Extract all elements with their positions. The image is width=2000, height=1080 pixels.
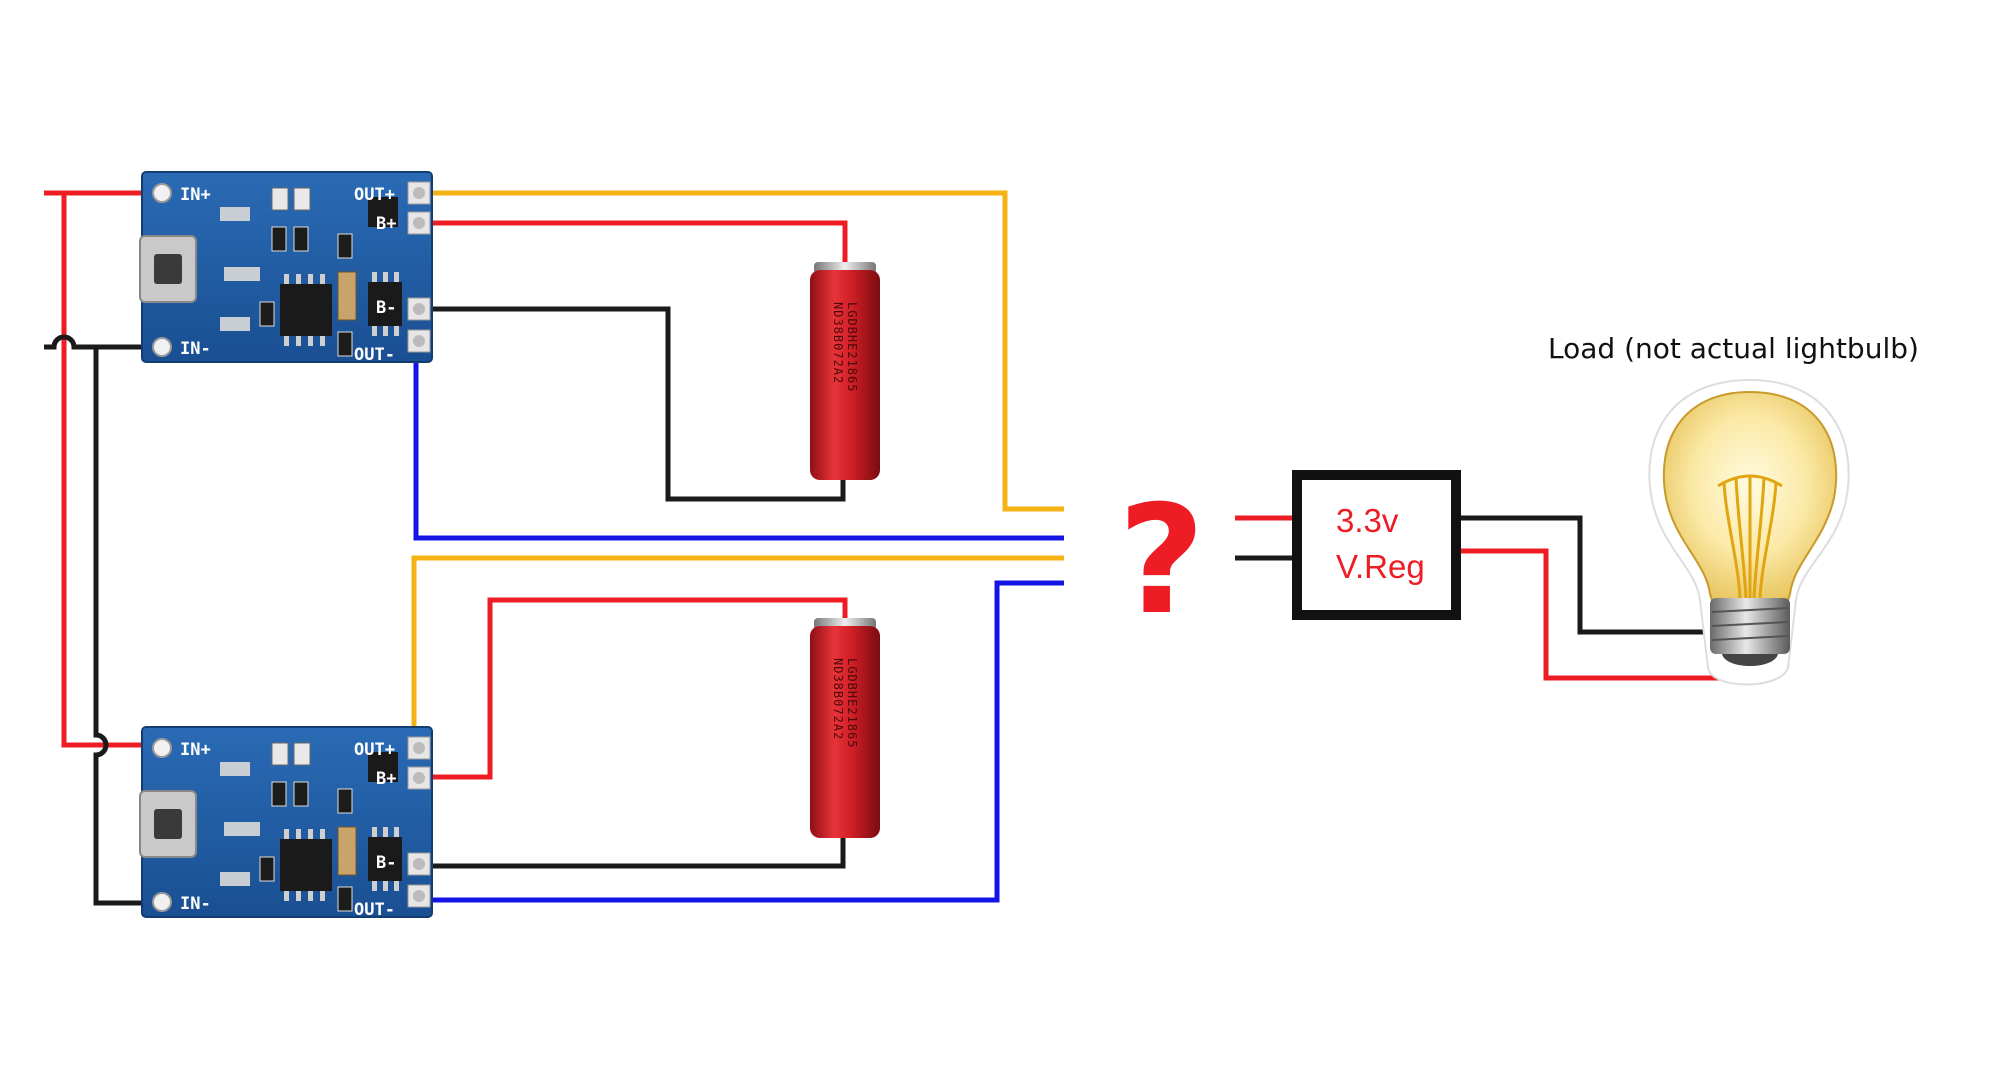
wire-load-black xyxy=(1457,515,1710,635)
pad xyxy=(220,317,250,331)
wire-bottom-b-negative xyxy=(418,838,846,869)
bulb-thread xyxy=(1711,607,1789,641)
led-1 xyxy=(271,187,289,211)
pin-label-in-plus: IN+ xyxy=(180,740,211,760)
ic-pins xyxy=(372,827,399,891)
pin-label-b-minus: B- xyxy=(376,853,396,873)
wire-top-b-negative xyxy=(418,306,846,502)
micro-usb-slot xyxy=(154,254,182,284)
pad xyxy=(224,267,260,281)
charger-module-top: IN+ IN- OUT+ B+ B- OUT- xyxy=(139,171,433,365)
resistor xyxy=(271,781,287,807)
wire-bottom-b-positive xyxy=(418,597,848,780)
pin-label-b-plus: B+ xyxy=(376,214,396,234)
wire-top-b-positive xyxy=(418,220,848,265)
pin-label-in-minus: IN- xyxy=(180,894,211,914)
cell-body xyxy=(810,626,880,838)
ic-pins xyxy=(372,272,399,336)
pin-label-out-minus: OUT- xyxy=(354,345,395,365)
mosfet-ic xyxy=(368,282,402,326)
pin-label-b-minus: B- xyxy=(376,298,396,318)
pin-label-out-plus: OUT+ xyxy=(354,185,395,205)
wire-bottom-out-negative xyxy=(418,580,1064,903)
ic-pins xyxy=(284,829,325,901)
protection-ic xyxy=(368,752,398,782)
cell-marking-2: ND38B072A2 xyxy=(831,658,845,740)
load-label: Load (not actual lightbulb) xyxy=(1548,332,1919,365)
resistor xyxy=(337,331,353,357)
capacitor xyxy=(337,271,357,321)
charger-module-bottom: IN+ IN- OUT+ B+ B- OUT- xyxy=(139,726,433,920)
wire-top-out-positive xyxy=(418,190,1064,512)
pin-label-b-plus: B+ xyxy=(376,769,396,789)
regulator-box xyxy=(1292,470,1461,620)
charger-ic xyxy=(280,839,332,891)
capacitor xyxy=(337,826,357,876)
pad xyxy=(220,872,250,886)
battery-cell-top: LGDBHE21865 ND38B072A2 xyxy=(810,262,880,480)
pad xyxy=(220,207,250,221)
pin-label-out-minus: OUT- xyxy=(354,900,395,920)
pad xyxy=(220,762,250,776)
resistor xyxy=(259,301,275,327)
led-1 xyxy=(271,742,289,766)
resistor xyxy=(337,233,353,259)
wire-top-out-negative xyxy=(413,349,1064,541)
micro-usb-slot xyxy=(154,809,182,839)
in-plus-pad xyxy=(152,183,172,203)
pin-label-out-plus: OUT+ xyxy=(354,740,395,760)
question-mark: ? xyxy=(1118,474,1205,648)
pin-label-in-plus: IN+ xyxy=(180,185,211,205)
in-plus-pad xyxy=(152,738,172,758)
protection-ic xyxy=(368,197,398,227)
in-minus-pad xyxy=(152,337,172,357)
cell-marking-1: LGDBHE21865 xyxy=(845,658,859,748)
cell-marking-1: LGDBHE21865 xyxy=(845,302,859,392)
wire-bottom-out-positive xyxy=(411,555,1064,740)
bulb-tip xyxy=(1722,654,1778,666)
voltage-regulator: 3.3v V.Reg xyxy=(1292,470,1461,620)
battery-cell-bottom: LGDBHE21865 ND38B072A2 xyxy=(810,618,880,838)
bulb-filament xyxy=(1717,474,1783,599)
wire-load-red xyxy=(1457,548,1740,681)
resistor xyxy=(337,788,353,814)
pad xyxy=(224,822,260,836)
cell-body xyxy=(810,270,880,480)
led-2 xyxy=(293,187,311,211)
cell-marking-2: ND38B072A2 xyxy=(831,302,845,384)
resistor xyxy=(259,856,275,882)
in-minus-pad xyxy=(152,892,172,912)
wires xyxy=(44,190,1740,906)
mosfet-ic xyxy=(368,837,402,881)
resistor xyxy=(293,226,309,252)
regulator-name-label: V.Reg xyxy=(1336,548,1425,585)
resistor xyxy=(271,226,287,252)
charger-ic xyxy=(280,284,332,336)
regulator-voltage-label: 3.3v xyxy=(1336,502,1399,539)
led-2 xyxy=(293,742,311,766)
resistor xyxy=(337,886,353,912)
resistor xyxy=(293,781,309,807)
ic-pins xyxy=(284,274,325,346)
wire-input-negative xyxy=(44,334,163,906)
lightbulb-icon xyxy=(1648,378,1850,686)
pin-label-in-minus: IN- xyxy=(180,339,211,359)
